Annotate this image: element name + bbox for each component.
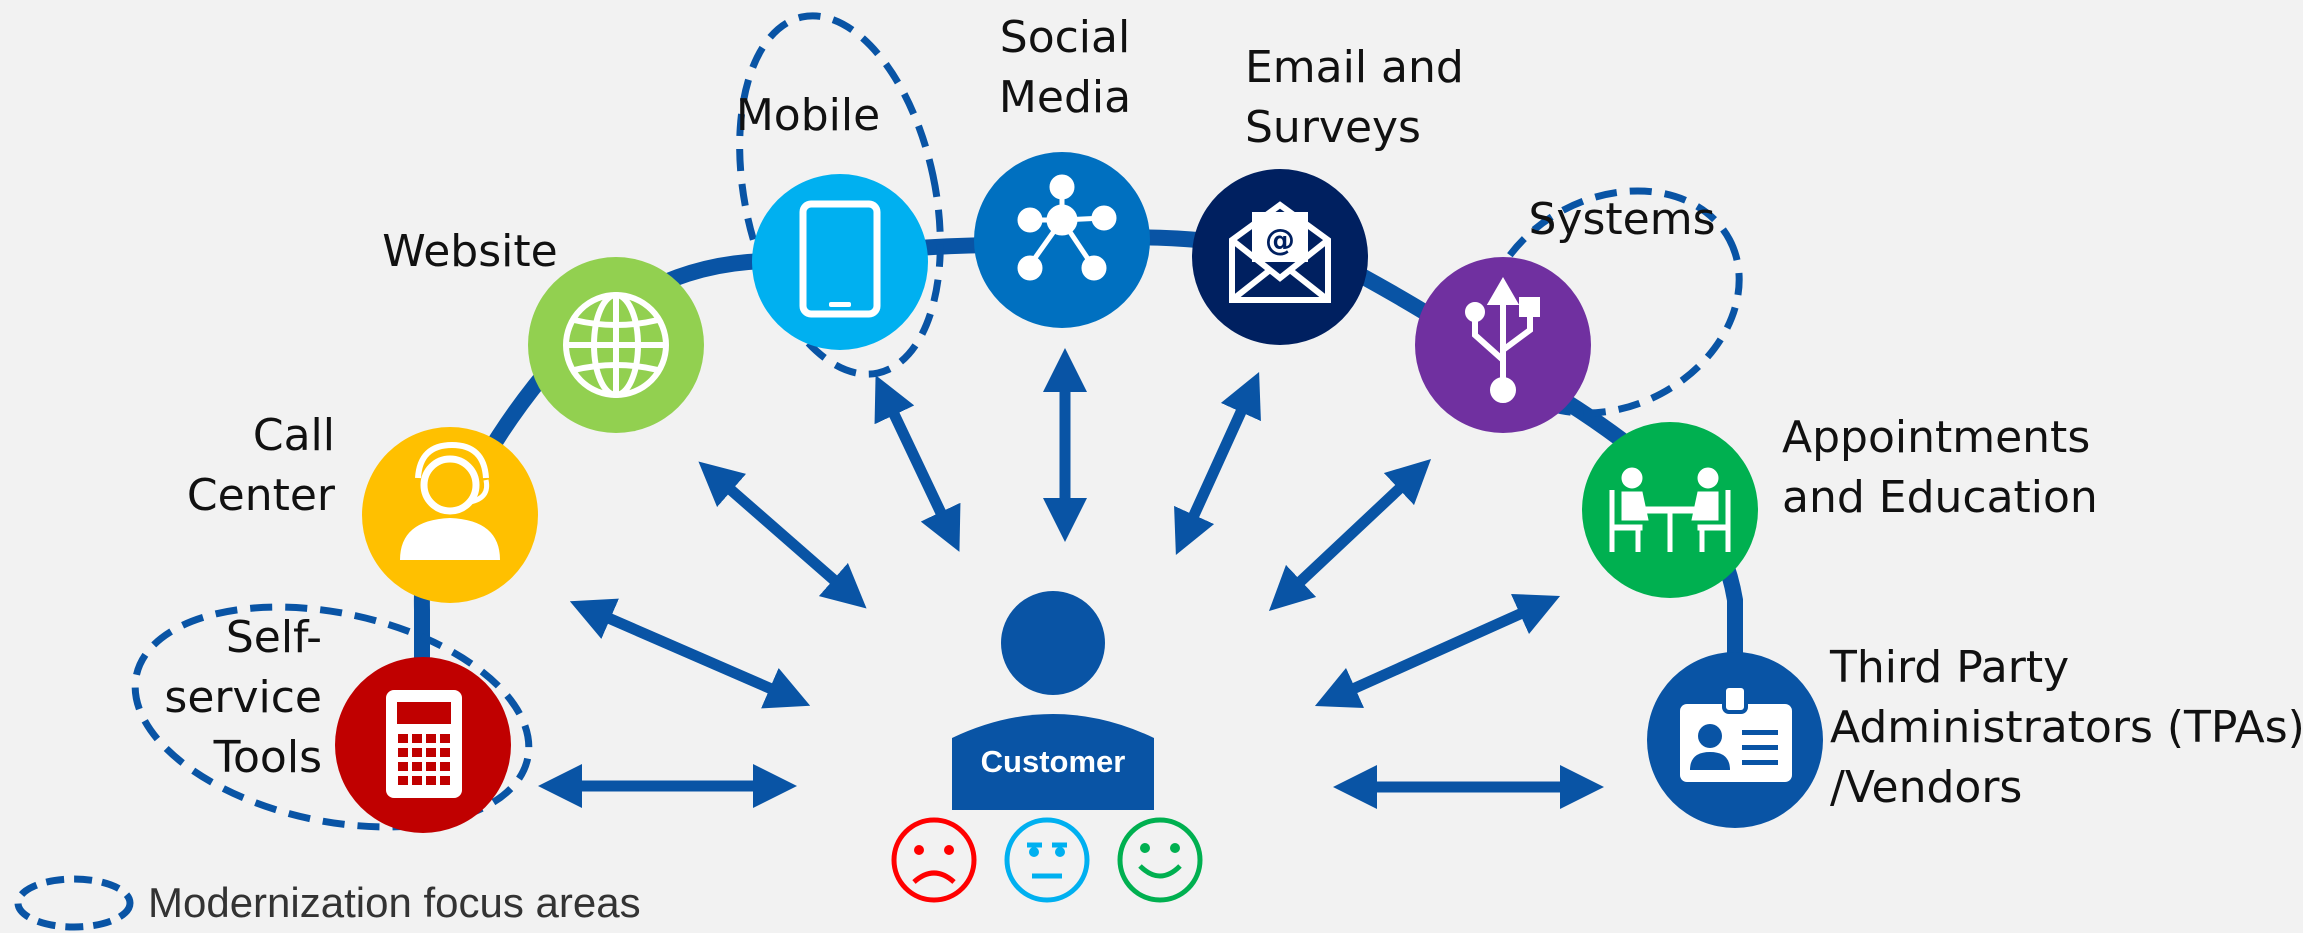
globe-icon (563, 292, 669, 398)
customer-node: Customer (952, 591, 1154, 810)
label-social-media-2: Media (999, 72, 1131, 123)
arrow-email (1174, 371, 1261, 556)
label-appointments-1: Appointments (1782, 412, 2090, 463)
arrow-website (698, 461, 867, 609)
usb-icon (1465, 277, 1540, 403)
svg-text:@: @ (1265, 223, 1295, 258)
label-website: Website (382, 226, 557, 277)
label-call-center-2: Center (187, 470, 336, 521)
email-envelope-icon: @ (1229, 201, 1331, 303)
label-email-2: Surveys (1245, 102, 1421, 153)
node-email-surveys: @ Email and Surveys (1192, 42, 1464, 345)
focus-outline-self-service (131, 603, 533, 831)
label-systems: Systems (1529, 194, 1716, 245)
customer-label: Customer (981, 744, 1126, 779)
node-website: Website (382, 226, 704, 433)
label-tpa-2: Administrators (TPAs) (1830, 702, 2303, 753)
id-badge-icon (1680, 684, 1792, 782)
label-social-media-1: Social (1000, 12, 1130, 63)
dashed-ellipse-icon (14, 875, 134, 931)
label-appointments-2: and Education (1782, 472, 2098, 523)
label-self-service-1: Self- (226, 612, 322, 663)
node-tpa: Third Party Administrators (TPAs) /Vendo… (1647, 642, 2303, 828)
node-appointments: Appointments and Education (1582, 412, 2098, 598)
person-icon (1001, 591, 1105, 695)
label-tpa-3: /Vendors (1830, 762, 2022, 813)
calculator-icon (386, 690, 462, 798)
smartphone-icon (799, 200, 881, 318)
network-hub-icon (1017, 174, 1117, 281)
node-social-media: Social Media (974, 12, 1150, 328)
arrow-call-center (569, 598, 811, 709)
node-call-center: Call Center (187, 410, 538, 603)
label-tpa-1: Third Party (1829, 642, 2069, 693)
focus-outline-mobile (736, 12, 944, 378)
focus-outline-systems (1481, 187, 1743, 417)
customer-body (952, 714, 1154, 810)
arrow-appointments (1314, 593, 1561, 709)
arrow-systems (1268, 458, 1432, 612)
headset-agent-icon (400, 441, 500, 560)
node-systems: Systems (1415, 194, 1716, 433)
happy-face-icon (1117, 817, 1203, 903)
sad-face-icon (891, 817, 977, 903)
legend-label: Modernization focus areas (148, 879, 641, 926)
label-mobile: Mobile (736, 90, 880, 141)
node-mobile: Mobile (736, 90, 928, 350)
meeting-table-icon (1609, 467, 1731, 552)
interaction-arrows (538, 348, 1604, 809)
node-self-service: Self- service Tools (164, 612, 511, 833)
arrow-mobile (874, 375, 961, 552)
label-self-service-2: service (164, 672, 322, 723)
label-email-1: Email and (1245, 42, 1464, 93)
label-self-service-3: Tools (213, 732, 322, 783)
legend: Modernization focus areas (14, 875, 641, 931)
label-call-center-1: Call (253, 410, 335, 461)
neutral-face-icon (1004, 817, 1090, 903)
